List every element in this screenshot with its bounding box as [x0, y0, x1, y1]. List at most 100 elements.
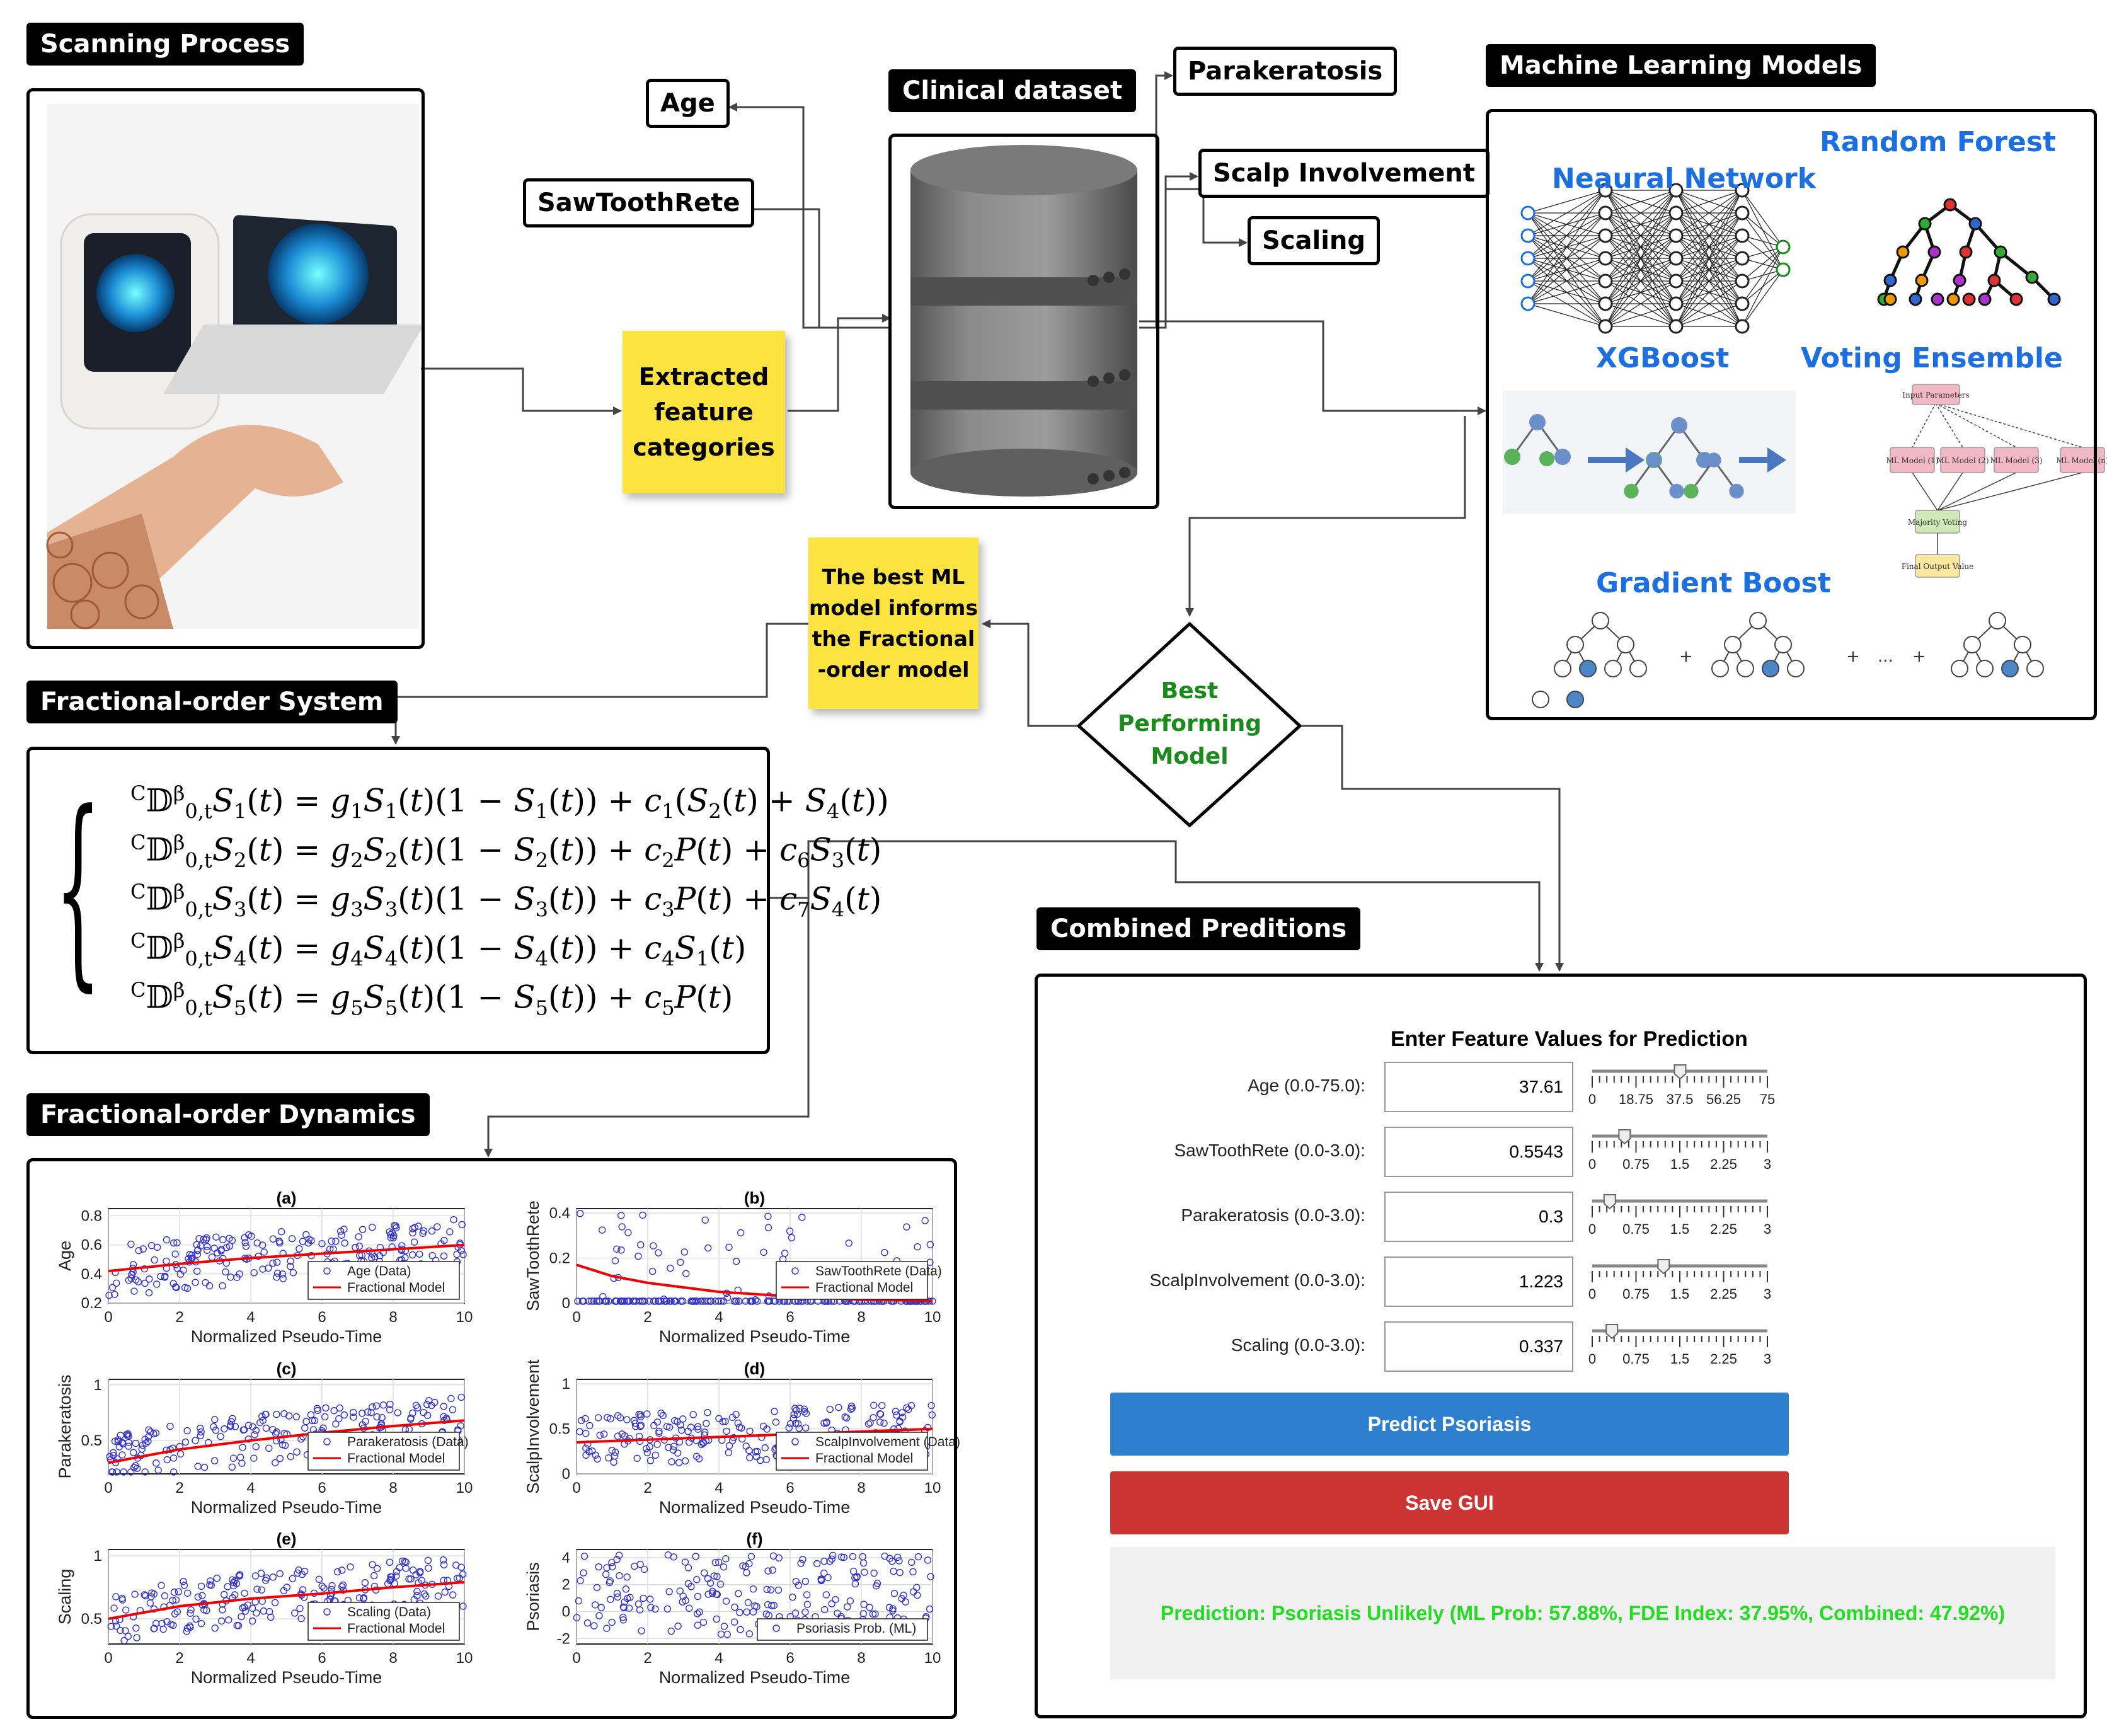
data-point — [251, 1431, 258, 1439]
legend — [307, 1432, 460, 1471]
slider-thumb[interactable] — [1603, 1194, 1616, 1210]
combined-title: Combined Preditions — [1036, 907, 1361, 950]
data-point — [840, 1553, 848, 1561]
data-point — [869, 1610, 877, 1618]
data-point — [706, 1579, 715, 1587]
y-tick-label: 2 — [562, 1577, 570, 1594]
data-point — [212, 1427, 220, 1434]
slider-thumb[interactable] — [1618, 1129, 1631, 1145]
slider-tick-label: 0.75 — [1622, 1221, 1650, 1237]
slider-tick-label: 2.25 — [1710, 1351, 1737, 1367]
data-point — [592, 1601, 599, 1609]
data-point — [183, 1624, 192, 1632]
data-point — [139, 1245, 147, 1253]
gui-input-3[interactable]: 1.223 — [1384, 1256, 1573, 1307]
data-point — [655, 1429, 663, 1437]
data-point — [600, 1430, 608, 1438]
data-point — [921, 1217, 929, 1224]
save-gui-button[interactable]: Save GUI — [1110, 1471, 1789, 1534]
data-point — [927, 1573, 934, 1580]
x-tick-label: 4 — [715, 1650, 723, 1667]
gb-operator: ... — [1878, 647, 1893, 666]
data-point — [153, 1243, 161, 1251]
data-point — [722, 1555, 730, 1563]
data-point — [595, 1563, 602, 1571]
data-point — [227, 1273, 234, 1281]
data-point — [130, 1449, 137, 1456]
gui-input-0[interactable]: 37.61 — [1384, 1062, 1573, 1112]
gui-input-4[interactable]: 0.337 — [1384, 1321, 1573, 1372]
scan-to-extracted-arrow — [421, 367, 622, 415]
dataset-to-ml-arrow — [1139, 320, 1486, 415]
data-point — [704, 1409, 711, 1417]
data-point — [193, 1267, 201, 1275]
data-point — [615, 1551, 623, 1559]
data-point — [186, 1622, 194, 1630]
data-point — [769, 1552, 778, 1560]
y-tick-label: 0 — [562, 1466, 570, 1483]
slider-thumb[interactable] — [1605, 1324, 1619, 1340]
data-point — [269, 1259, 277, 1267]
data-point — [924, 1556, 932, 1564]
data-point — [795, 1582, 802, 1589]
data-point — [123, 1432, 131, 1440]
data-point — [278, 1441, 287, 1449]
gui-input-1[interactable]: 0.5543 — [1384, 1127, 1573, 1177]
data-point — [221, 1425, 228, 1433]
x-tick-label: 0 — [104, 1650, 112, 1667]
gui-input-2[interactable]: 0.3 — [1384, 1192, 1573, 1242]
predict-button[interactable]: Predict Psoriasis — [1110, 1393, 1789, 1456]
data-point — [763, 1585, 771, 1594]
data-point — [241, 1589, 248, 1597]
data-point — [791, 1609, 800, 1617]
data-point — [175, 1588, 183, 1595]
data-point — [876, 1410, 884, 1418]
data-point — [236, 1571, 244, 1578]
data-point — [386, 1400, 394, 1408]
data-point — [210, 1457, 219, 1464]
slider-thumb[interactable] — [1657, 1259, 1670, 1275]
data-point — [866, 1604, 873, 1611]
x-tick-label: 10 — [456, 1650, 473, 1667]
data-point — [674, 1449, 682, 1457]
data-point — [638, 1297, 646, 1305]
legend-entry: SawToothRete (Data) — [815, 1264, 942, 1279]
data-point — [144, 1437, 152, 1446]
data-point — [732, 1297, 740, 1305]
data-point — [737, 1229, 745, 1237]
data-point — [414, 1404, 422, 1411]
data-point — [277, 1228, 285, 1236]
data-point — [707, 1297, 715, 1305]
data-point — [202, 1236, 210, 1244]
data-point — [118, 1451, 126, 1459]
data-point — [746, 1454, 754, 1461]
data-point — [593, 1297, 600, 1305]
data-point — [744, 1599, 752, 1606]
equation-5: C𝔻β0,tS5(t) = g5S5(t)(1 − S5(t)) + c5P(t… — [130, 978, 733, 1020]
data-point — [878, 1401, 886, 1410]
legend-entry: Age (Data) — [347, 1264, 411, 1279]
x-tick-label: 10 — [924, 1480, 941, 1497]
data-point — [820, 1569, 828, 1577]
data-point — [398, 1557, 406, 1565]
data-point — [217, 1617, 226, 1625]
data-point — [715, 1297, 723, 1305]
data-point — [926, 1605, 934, 1613]
data-point — [287, 1263, 294, 1270]
data-point — [127, 1240, 135, 1248]
data-point — [682, 1270, 690, 1277]
data-point — [876, 1418, 884, 1426]
best-line3: Model — [1151, 744, 1228, 769]
data-point — [660, 1297, 669, 1305]
data-point — [180, 1578, 187, 1585]
data-point — [607, 1595, 614, 1603]
data-point — [349, 1408, 357, 1417]
data-point — [820, 1419, 828, 1427]
ml-to-best-arrow — [1185, 416, 1466, 617]
slider-thumb[interactable] — [1674, 1064, 1687, 1080]
